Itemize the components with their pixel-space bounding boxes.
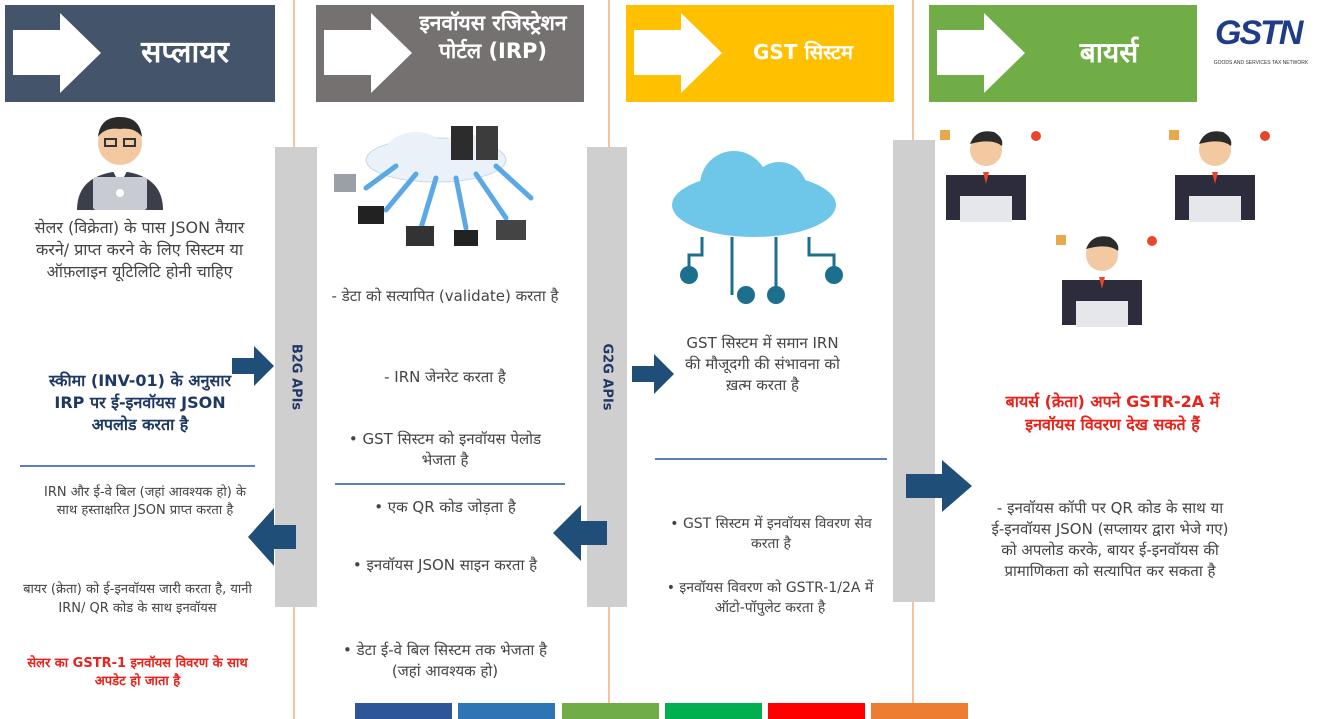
gst-divider bbox=[655, 458, 887, 460]
irp-step-qr-code: • एक QR कोड जोड़ता है bbox=[374, 498, 516, 516]
irp-step-sign-json: • इनवॉयस JSON साइन करता है bbox=[352, 556, 538, 574]
buyer-header: बायर्स bbox=[929, 5, 1197, 102]
supplier-issue-text: बायर (क्रेता) को ई-इनवॉयस जारी करता है, … bbox=[23, 582, 252, 616]
supplier-divider bbox=[20, 465, 255, 467]
gst-duplicate-check-text: GST सिस्टम में समान IRN की मौजूदगी की सं… bbox=[685, 334, 840, 394]
irp-step-eway-bill: • डेटा ई-वे बिल सिस्टम तक भेजता है (जहां… bbox=[343, 641, 547, 680]
supplier-receive-text: IRN और ई-वे बिल (जहां आवश्यक हो) के साथ … bbox=[44, 485, 246, 518]
supplier-update-text: सेलर का GSTR-1 इनवॉयस विवरण के साथ अपडेट… bbox=[27, 656, 248, 689]
buyer-verify-text: - इनवॉयस कॉपी पर QR कोड के साथ या ई-इनवॉ… bbox=[991, 499, 1229, 580]
seller-laptop-icon bbox=[77, 117, 163, 210]
monitor-arrow-icon bbox=[937, 13, 1025, 93]
supplier-upload-text: स्कीमा (INV-01) के अनुसार IRP पर ई-इनवॉय… bbox=[48, 371, 232, 434]
monitor-arrow-icon bbox=[324, 13, 412, 93]
right-arrow-icon bbox=[906, 460, 972, 512]
bottom-bar-1 bbox=[355, 703, 452, 719]
buyer-desk-icon bbox=[1169, 130, 1270, 222]
buyer-gstr2a-text: बायर्स (क्रेता) अपने GSTR-2A में इनवॉयस … bbox=[1005, 392, 1220, 434]
gstn-logo: GSTN GOODS AND SERVICES TAX NETWORK bbox=[1205, 8, 1317, 88]
buyer-desk-icon bbox=[1056, 235, 1157, 327]
bottom-bar-2 bbox=[458, 703, 555, 719]
bottom-bar-4 bbox=[665, 703, 762, 719]
irp-step-validate: - डेटा को सत्यापित (validate) करता है bbox=[331, 287, 559, 305]
g2g-api-label: G2G APIs bbox=[599, 343, 615, 411]
irp-title: इनवॉयस रजिस्ट्रेशन पोर्टल (IRP) bbox=[419, 11, 567, 63]
gstn-logo-mark: GSTN bbox=[1215, 14, 1303, 52]
supplier-title: सप्लायर bbox=[141, 35, 229, 70]
supplier-prereq-text: सेलर (विक्रेता) के पास JSON तैयार करने/ … bbox=[34, 218, 245, 281]
right-arrow-icon bbox=[232, 346, 274, 386]
gst-header: GST सिस्टम bbox=[626, 5, 894, 102]
bottom-bar-6 bbox=[871, 703, 968, 719]
left-arrow-icon bbox=[553, 505, 607, 561]
irp-divider bbox=[335, 483, 565, 485]
irp-header: इनवॉयस रजिस्ट्रेशन पोर्टल (IRP) bbox=[316, 5, 584, 102]
gst-save-text: • GST सिस्टम में इनवॉयस विवरण सेव करता ह… bbox=[670, 516, 872, 552]
monitor-arrow-icon bbox=[13, 13, 101, 93]
b2g-api-label: B2G APIs bbox=[288, 343, 304, 411]
bottom-bar-5 bbox=[768, 703, 865, 719]
gstn-logo-tagline: GOODS AND SERVICES TAX NETWORK bbox=[1213, 60, 1309, 66]
buyer-title: बायर्स bbox=[1079, 36, 1139, 69]
irp-step-generate-irn: - IRN जेनरेट करता है bbox=[384, 368, 506, 386]
right-arrow-icon bbox=[632, 354, 674, 394]
supplier-header: सप्लायर bbox=[5, 5, 275, 102]
buyer-connector-bar bbox=[893, 140, 935, 602]
buyer-desk-icon bbox=[940, 130, 1041, 222]
bottom-bar-3 bbox=[562, 703, 659, 719]
gst-title: GST सिस्टम bbox=[753, 40, 853, 64]
irp-step-send-payload: • GST सिस्टम को इनवॉयस पेलोड भेजता है bbox=[348, 430, 542, 469]
cloud-server-network-icon bbox=[334, 126, 534, 246]
left-arrow-icon bbox=[248, 508, 296, 566]
cloud-network-icon bbox=[672, 151, 843, 304]
gst-autopopulate-text: • इनवॉयस विवरण को GSTR-1/2A में ऑटो-पॉपु… bbox=[666, 580, 874, 616]
monitor-arrow-icon bbox=[634, 13, 722, 93]
